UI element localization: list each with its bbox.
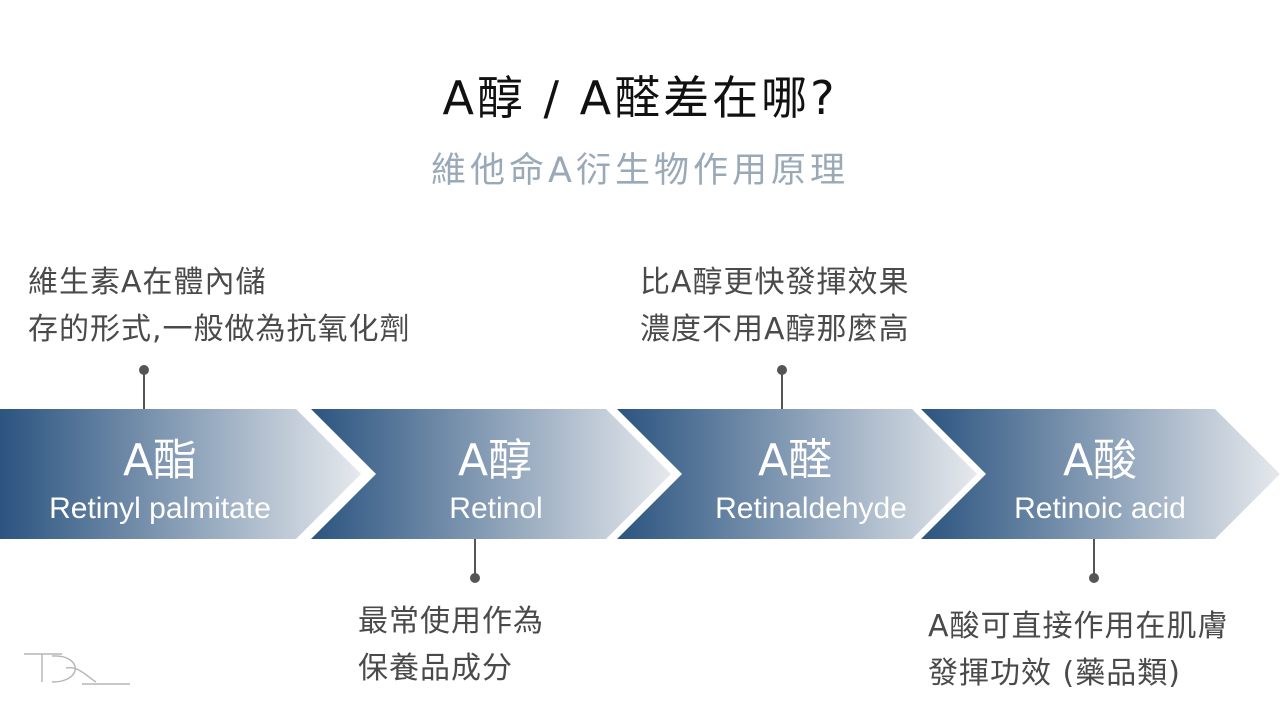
note-retinol: 最常使用作為 保養品成分 [358,598,544,692]
note-acid-line-2: 發揮功效 (藥品類) [928,656,1181,691]
chevron-stage-2 [311,409,671,539]
connector-dot-acid [1089,573,1099,583]
chevron-stage-1 [0,409,361,539]
connector-dot-aldehyde [777,365,787,375]
stage-4-name-en: Retinoic acid [1014,492,1186,525]
stage-3-name-cn: A醛 [757,435,833,486]
page-subtitle: 維他命A衍生物作用原理 [431,151,849,191]
chevron-stage-4 [921,409,1280,539]
page-title: A醇 / A醛差在哪? [442,71,838,125]
note-retinol-line-2: 保養品成分 [358,651,513,686]
note-aldehyde: 比A醇更快發揮效果 濃度不用A醇那麼高 [640,259,910,353]
stage-4-name-cn: A酸 [1062,435,1138,486]
stage-1-name-cn: A酯 [122,435,198,486]
note-aldehyde-line-2: 濃度不用A醇那麼高 [640,312,910,347]
stage-1-name-en: Retinyl palmitate [49,492,271,525]
note-acid-line-1: A酸可直接作用在肌膚 [928,609,1229,644]
note-ester: 維生素A在體內儲 存的形式,一般做為抗氧化劑 [28,259,411,353]
connector-dot-ester [139,365,149,375]
brand-logo [24,653,130,685]
note-retinol-line-1: 最常使用作為 [358,604,544,639]
note-ester-line-2: 存的形式,一般做為抗氧化劑 [28,312,411,347]
chevron-stage-3 [617,409,977,539]
stage-3-name-en: Retinaldehyde [715,492,907,525]
connector-dot-retinol [470,573,480,583]
note-aldehyde-line-1: 比A醇更快發揮效果 [640,265,910,300]
note-ester-line-1: 維生素A在體內儲 [28,265,267,300]
note-acid: A酸可直接作用在肌膚 發揮功效 (藥品類) [928,603,1229,697]
stage-2-name-cn: A醇 [457,435,533,486]
stage-2-name-en: Retinol [449,492,543,525]
